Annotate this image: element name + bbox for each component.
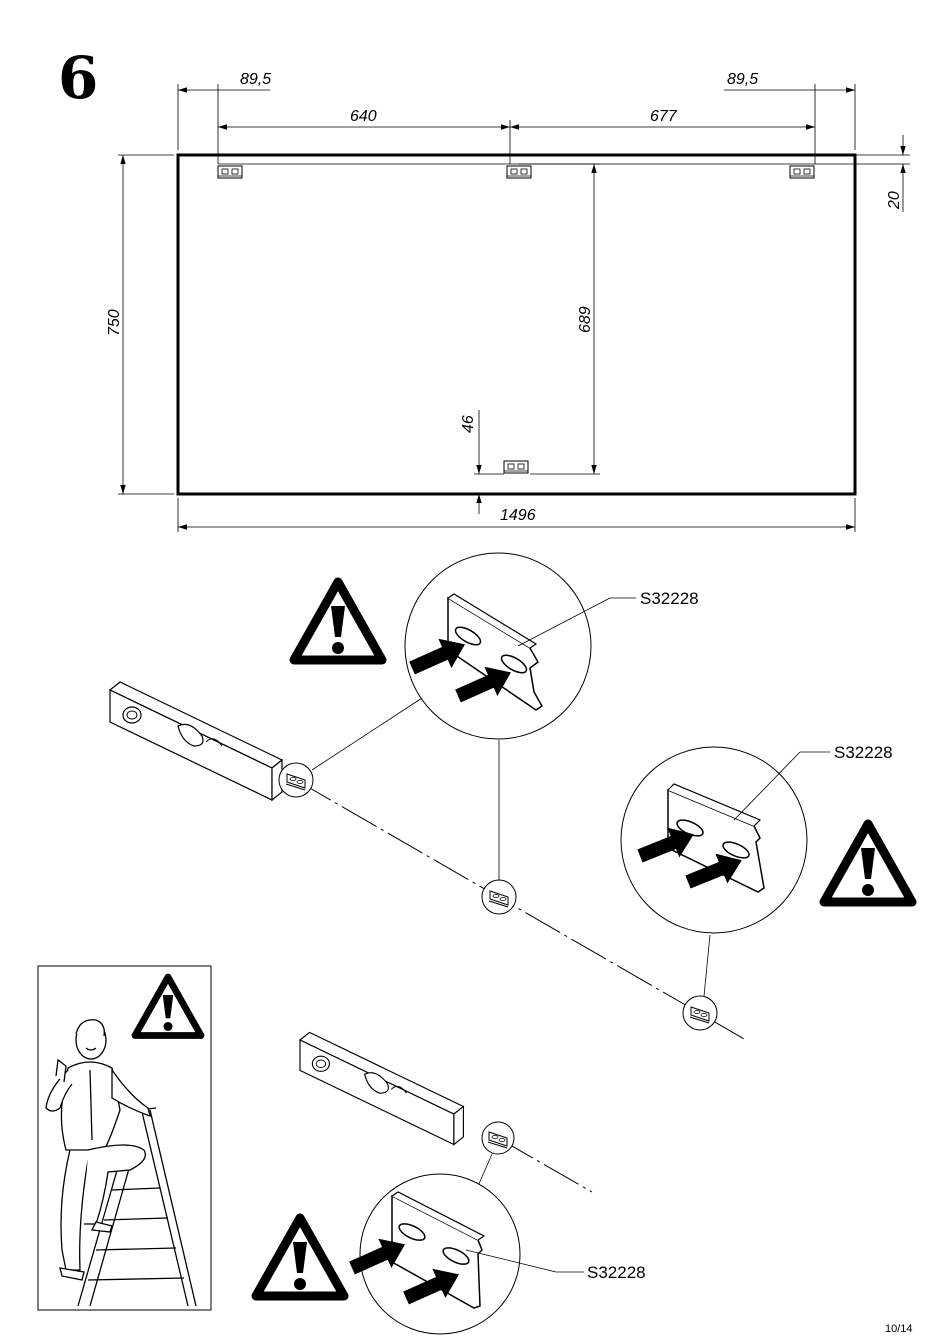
warning-icon <box>294 582 382 660</box>
wall-hanger-bracket-icon <box>447 593 543 711</box>
part-code-bottom: S32228 <box>587 1263 646 1282</box>
spirit-level-icon <box>109 681 283 801</box>
dim-span-left: 640 <box>350 108 377 125</box>
warning-icon <box>256 1218 344 1296</box>
dim-width: 1496 <box>500 507 536 524</box>
hanger-bracket-left <box>217 165 243 179</box>
dim-top-clearance: 20 <box>886 191 903 210</box>
dim-bottom-offset: 46 <box>460 415 477 433</box>
step-number: 6 <box>58 44 98 112</box>
wall-hanger-bracket-icon <box>667 783 765 893</box>
spirit-level-icon <box>299 1031 464 1146</box>
dim-span-right: 677 <box>650 108 678 125</box>
dim-left-offset: 89,5 <box>240 71 271 88</box>
panel-dimension-drawing: 89,5 89,5 640 677 20 750 689 46 <box>106 71 910 532</box>
part-code-right: S32228 <box>834 743 893 762</box>
installation-detail-upper: S32228 S32228 <box>109 552 912 1041</box>
dim-hanger-drop: 689 <box>577 306 594 333</box>
page-number: 10/14 <box>885 1323 913 1335</box>
hanger-bracket-right <box>789 165 815 179</box>
hanger-bracket-bottom <box>503 460 529 474</box>
panel-outline <box>176 153 857 496</box>
dim-height: 750 <box>106 309 123 336</box>
installation-detail-lower: S32228 <box>256 1031 646 1335</box>
person-on-ladder-panel <box>37 965 212 1311</box>
hanger-bracket-middle <box>506 165 532 179</box>
part-code-top: S32228 <box>640 589 699 608</box>
warning-icon <box>824 824 912 902</box>
wall-hanger-bracket-icon <box>391 1191 486 1309</box>
dim-right-offset: 89,5 <box>727 71 758 88</box>
person-on-ladder-illustration <box>45 1019 197 1307</box>
